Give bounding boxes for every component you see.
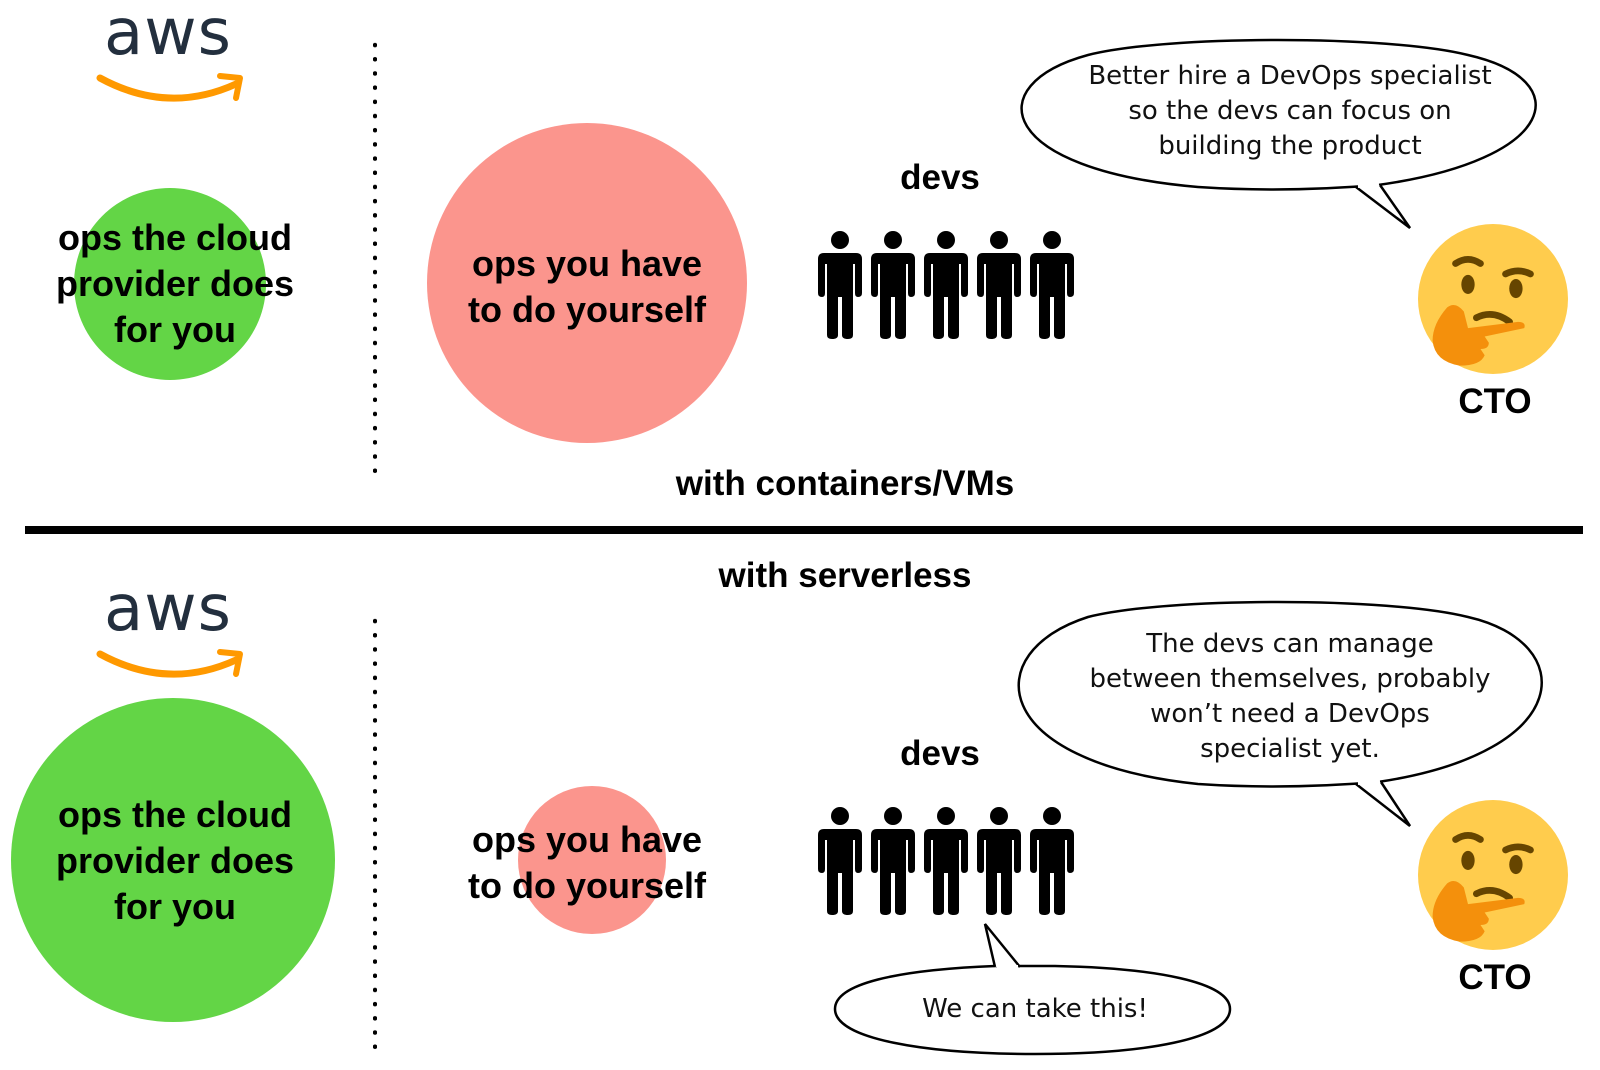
person-icon (818, 231, 862, 339)
cloud-ops-circle (11, 698, 335, 1022)
person-icon (924, 231, 968, 339)
aws-logo-text: aws (104, 0, 232, 70)
aws-smile-icon (96, 649, 243, 678)
thinking-face-icon (1418, 224, 1568, 374)
self-ops-circle (427, 123, 747, 443)
panel-separator (25, 526, 1583, 534)
person-icon (871, 807, 915, 915)
top-panel-caption: with containers/VMs (675, 464, 1015, 503)
person-icon (1030, 231, 1074, 339)
cto-label: CTO (1458, 382, 1532, 421)
aws-logo-text: aws (104, 572, 232, 646)
cloud-ops-circle (74, 188, 266, 380)
person-icon (977, 231, 1021, 339)
aws-smile-icon (96, 73, 243, 102)
devs-group (818, 231, 1078, 341)
cto-speech-bubble (1017, 600, 1543, 827)
cloud-ops-label: ops the cloud provider does for you (55, 794, 295, 927)
devs-speech-text: We can take this! (922, 994, 1148, 1024)
devs-label: devs (900, 158, 980, 197)
self-ops-label: ops you have to do yourself (467, 243, 706, 330)
cto-speech-text: Better hire a DevOps specialist so the d… (1088, 61, 1492, 161)
self-ops-label: ops you have to do yourself (467, 819, 706, 906)
person-icon (924, 807, 968, 915)
cto-speech-text: The devs can manage between themselves, … (1089, 629, 1491, 764)
cloud-ops-label: ops the cloud provider does for you (55, 217, 295, 350)
person-icon (818, 807, 862, 915)
aws-logo: aws (96, 572, 248, 688)
bottom-panel-caption: with serverless (718, 556, 972, 595)
devs-label: devs (900, 734, 980, 773)
aws-logo: aws (96, 0, 248, 112)
responsibility-divider (373, 38, 377, 478)
responsibility-divider (373, 614, 377, 1054)
cto-speech-bubble (1020, 38, 1537, 229)
person-icon (871, 231, 915, 339)
cto-label: CTO (1458, 958, 1532, 997)
thinking-face-icon (1418, 800, 1568, 950)
self-ops-circle (518, 786, 666, 934)
devs-speech-bubble (833, 923, 1232, 1056)
